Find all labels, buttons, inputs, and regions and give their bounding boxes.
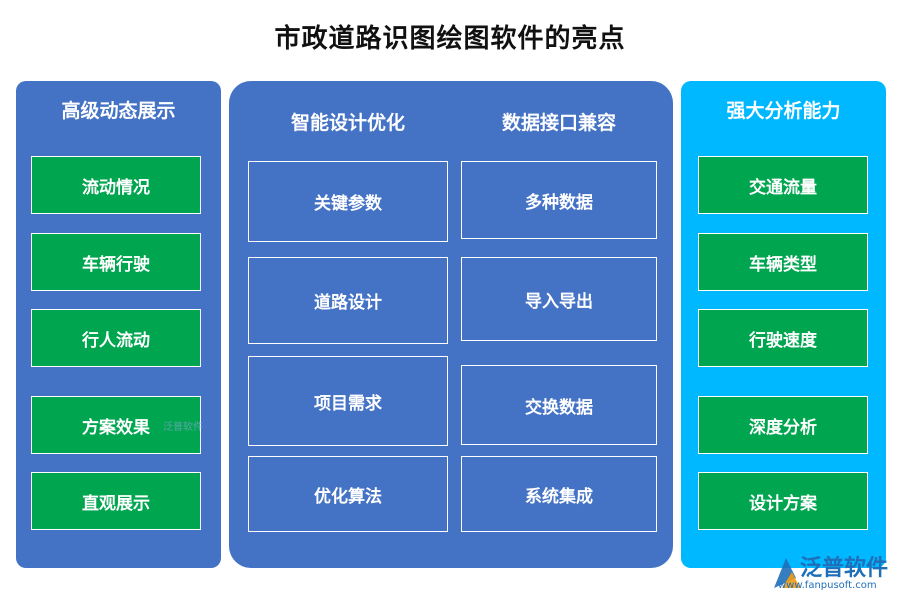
fanpu-logo-icon [774,558,800,588]
middle-col1-item-box: 项目需求 [248,356,448,446]
right-panel-heading: 强大分析能力 [726,100,841,122]
right-item-box: 深度分析 [698,396,868,454]
middle-col1-item-box: 优化算法 [248,456,448,532]
logo-url: www.fanpusoft.com [778,580,877,591]
middle-col2-item-box: 交换数据 [461,365,657,445]
left-item-box: 行人流动 [31,309,201,367]
left-item-box: 车辆行驶 [31,233,201,291]
page-title: 市政道路识图绘图软件的亮点 [274,24,626,54]
left-item-box: 方案效果 [31,396,201,454]
right-item-box: 交通流量 [698,156,868,214]
middle-col2-item-box: 多种数据 [461,161,657,239]
middle-col1-item-box: 关键参数 [248,161,448,242]
left-item-box: 流动情况 [31,156,201,214]
middle-col2-heading: 数据接口兼容 [501,112,616,134]
right-item-box: 设计方案 [698,472,868,530]
right-item-box: 车辆类型 [698,233,868,291]
middle-col2-item-box: 系统集成 [461,456,657,532]
left-panel-heading: 高级动态展示 [61,100,176,122]
middle-col1-item-box: 道路设计 [248,257,448,344]
middle-col1-heading: 智能设计优化 [290,112,405,134]
right-item-box: 行驶速度 [698,309,868,367]
watermark-text: 泛普软件 [163,422,203,433]
left-item-box: 直观展示 [31,472,201,530]
middle-col2-item-box: 导入导出 [461,257,657,341]
logo-name: 泛普软件 [800,556,889,581]
